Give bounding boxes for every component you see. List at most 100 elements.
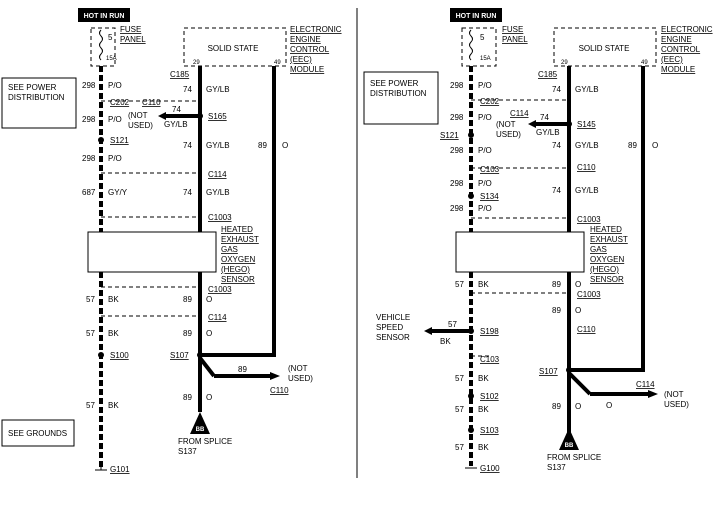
- left-see-grounds-box: [1, 419, 75, 447]
- right-s121: S121: [440, 131, 459, 140]
- left-s107: S107: [170, 351, 189, 360]
- left-o-c: O: [206, 329, 212, 338]
- right-w74d: 74: [552, 186, 561, 195]
- right-fuse-amp: 15A: [480, 56, 491, 62]
- left-w74b: 74: [172, 105, 181, 114]
- right-hot-in-run-label: HOT IN RUN: [456, 13, 497, 20]
- left-not-used-top1: (NOT: [128, 111, 148, 120]
- left-po-a: P/O: [108, 81, 122, 90]
- right-s134: S134: [480, 192, 499, 201]
- left-gylb-c: GY/LB: [206, 141, 230, 150]
- right-c1003b: C1003: [577, 290, 601, 299]
- right-w89c: 89: [552, 306, 561, 315]
- right-hego-sensor-box: [455, 231, 585, 273]
- right-see-power-line1: SEE POWER: [370, 79, 419, 88]
- right-gylb-b: GY/LB: [536, 128, 560, 137]
- right-w74a: 74: [552, 85, 561, 94]
- right-fuse-panel-box: [461, 27, 497, 67]
- right-w298e: 298: [450, 204, 464, 213]
- left-c202: C202: [110, 98, 130, 107]
- left-gyy: GY/Y: [108, 188, 128, 197]
- right-bk-e: BK: [478, 443, 489, 452]
- left-bk-c: BK: [108, 401, 119, 410]
- right-po-a: P/O: [478, 81, 492, 90]
- right-fuse-panel-line2: PANEL: [502, 35, 528, 44]
- right-not-used-top2: USED): [496, 130, 521, 139]
- left-o-e: O: [206, 393, 212, 402]
- left-w74d: 74: [183, 188, 192, 197]
- left-w57b: 57: [86, 329, 95, 338]
- right-w89b: 89: [552, 280, 561, 289]
- right-s198-dot: [468, 328, 474, 334]
- right-c110-a: C110: [577, 163, 596, 172]
- left-w89a: 89: [258, 141, 267, 150]
- left-hego-sensor-box: [87, 231, 217, 273]
- left-see-power-line1: SEE POWER: [8, 83, 57, 92]
- left-s165: S165: [208, 112, 227, 121]
- left-hego-line5: (HEGO): [221, 265, 250, 274]
- left-c1003b: C1003: [208, 285, 232, 294]
- right-s107: S107: [539, 367, 558, 376]
- left-panel: HOT IN RUN 5 15A FUSE PANEL SOLID STATE …: [1, 8, 342, 474]
- right-vss-arrow: [424, 327, 432, 335]
- right-s198: S198: [480, 327, 499, 336]
- right-w57b: 57: [448, 320, 457, 329]
- right-eec-line2: ENGINE: [661, 35, 692, 44]
- right-w89a: 89: [628, 141, 637, 150]
- left-hot-in-run-badge: [78, 8, 130, 22]
- right-c185: C185: [538, 70, 558, 79]
- left-not-used-arrow: [270, 372, 280, 380]
- left-see-power-box: [1, 77, 77, 129]
- right-gylb-c: GY/LB: [575, 141, 599, 150]
- right-g100: G100: [480, 464, 500, 473]
- right-gylb-a: GY/LB: [575, 85, 599, 94]
- left-s107-dot: [197, 352, 203, 358]
- right-solid-state-label: SOLID STATE: [579, 44, 630, 53]
- right-w57a: 57: [455, 280, 464, 289]
- left-c114b: C114: [208, 313, 227, 322]
- left-fuse-symbol: [99, 29, 103, 61]
- left-c1003a: C1003: [208, 213, 232, 222]
- right-bb: BB: [565, 443, 574, 449]
- left-eec-line5: MODULE: [290, 65, 324, 74]
- left-fuse-panel-line1: FUSE: [120, 25, 141, 34]
- left-eec-line3: CONTROL: [290, 45, 330, 54]
- right-o-b: O: [575, 280, 581, 289]
- right-s145: S145: [577, 120, 596, 129]
- left-s165-dot: [197, 113, 203, 119]
- left-fuse-panel-line2: PANEL: [120, 35, 146, 44]
- right-hego-line5: (HEGO): [590, 265, 619, 274]
- left-po-c: P/O: [108, 154, 122, 163]
- right-eec-line3: CONTROL: [661, 45, 701, 54]
- right-see-power-line2: DISTRIBUTION: [370, 89, 427, 98]
- right-s145-arrow: [528, 120, 536, 128]
- left-o-b: O: [206, 295, 212, 304]
- left-see-grounds: SEE GROUNDS: [8, 429, 67, 438]
- right-s121-dot: [468, 132, 474, 138]
- right-s134-dot: [468, 193, 474, 199]
- left-see-power-line2: DISTRIBUTION: [8, 93, 65, 102]
- right-eec-module-box: [553, 27, 657, 67]
- right-po-c: P/O: [478, 146, 492, 155]
- left-c114a: C114: [208, 170, 227, 179]
- left-pin-29: 29: [193, 60, 200, 66]
- right-not-used-top1: (NOT: [496, 120, 516, 129]
- left-s121: S121: [110, 136, 129, 145]
- right-see-power-box: [363, 71, 439, 125]
- right-w74b: 74: [540, 113, 549, 122]
- right-o-e: O: [575, 402, 581, 411]
- right-s102-dot: [468, 393, 474, 399]
- right-not-used-branch-diag: [567, 371, 592, 396]
- left-w74c: 74: [183, 141, 192, 150]
- right-w57e: 57: [455, 443, 464, 452]
- right-eec-line4: (EEC): [661, 55, 683, 64]
- left-hot-in-run-label: HOT IN RUN: [84, 13, 125, 20]
- left-w298c: 298: [82, 154, 96, 163]
- right-eec-line1: ELECTRONIC: [661, 25, 713, 34]
- left-c110-bot: C110: [270, 386, 289, 395]
- left-w687: 687: [82, 188, 96, 197]
- left-solid-state-label: SOLID STATE: [208, 44, 259, 53]
- right-c202: C202: [480, 97, 500, 106]
- right-c103: C103: [480, 165, 500, 174]
